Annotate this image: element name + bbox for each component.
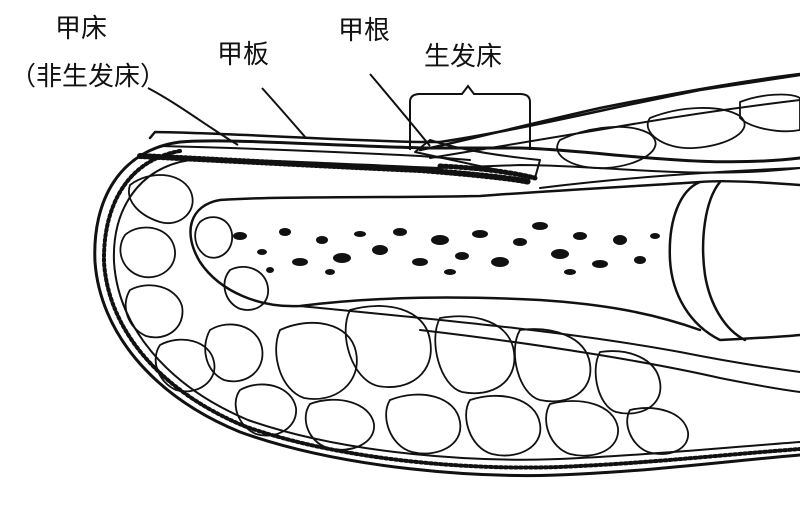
nail-root-wedge: [414, 139, 541, 179]
flexor-tendon-lower: [419, 329, 800, 393]
nail-plate-leader: [261, 87, 307, 139]
label-nail-plate: 甲板: [217, 40, 270, 70]
pulp-fat-lobules: [119, 174, 689, 457]
extensor-tendon: [539, 167, 800, 189]
nail-bed-leader: [147, 87, 239, 146]
nail-root-leader: [369, 73, 431, 147]
skin-outline: [93, 139, 800, 477]
label-nail-bed-sterile-matrix: （非生发床）: [10, 62, 167, 92]
bone-marrow-pattern: [233, 222, 660, 275]
leader-lines: [147, 73, 431, 147]
proximal-nail-fold: [418, 72, 800, 152]
flexor-tendon: [299, 305, 800, 373]
label-germinal-matrix: 生发床: [424, 42, 503, 72]
nail-plate-shape: [148, 73, 800, 144]
dermis-line: [112, 158, 800, 461]
label-nail-bed: 甲床: [55, 14, 108, 44]
skin-granular-layer: [101, 149, 800, 470]
nail-plate-underside: [159, 145, 471, 161]
nail-bed-striations: [137, 153, 533, 185]
label-nail-root: 甲根: [338, 16, 391, 46]
germinal-matrix-bracket: [409, 84, 531, 150]
bone-joint-head: [701, 180, 747, 342]
